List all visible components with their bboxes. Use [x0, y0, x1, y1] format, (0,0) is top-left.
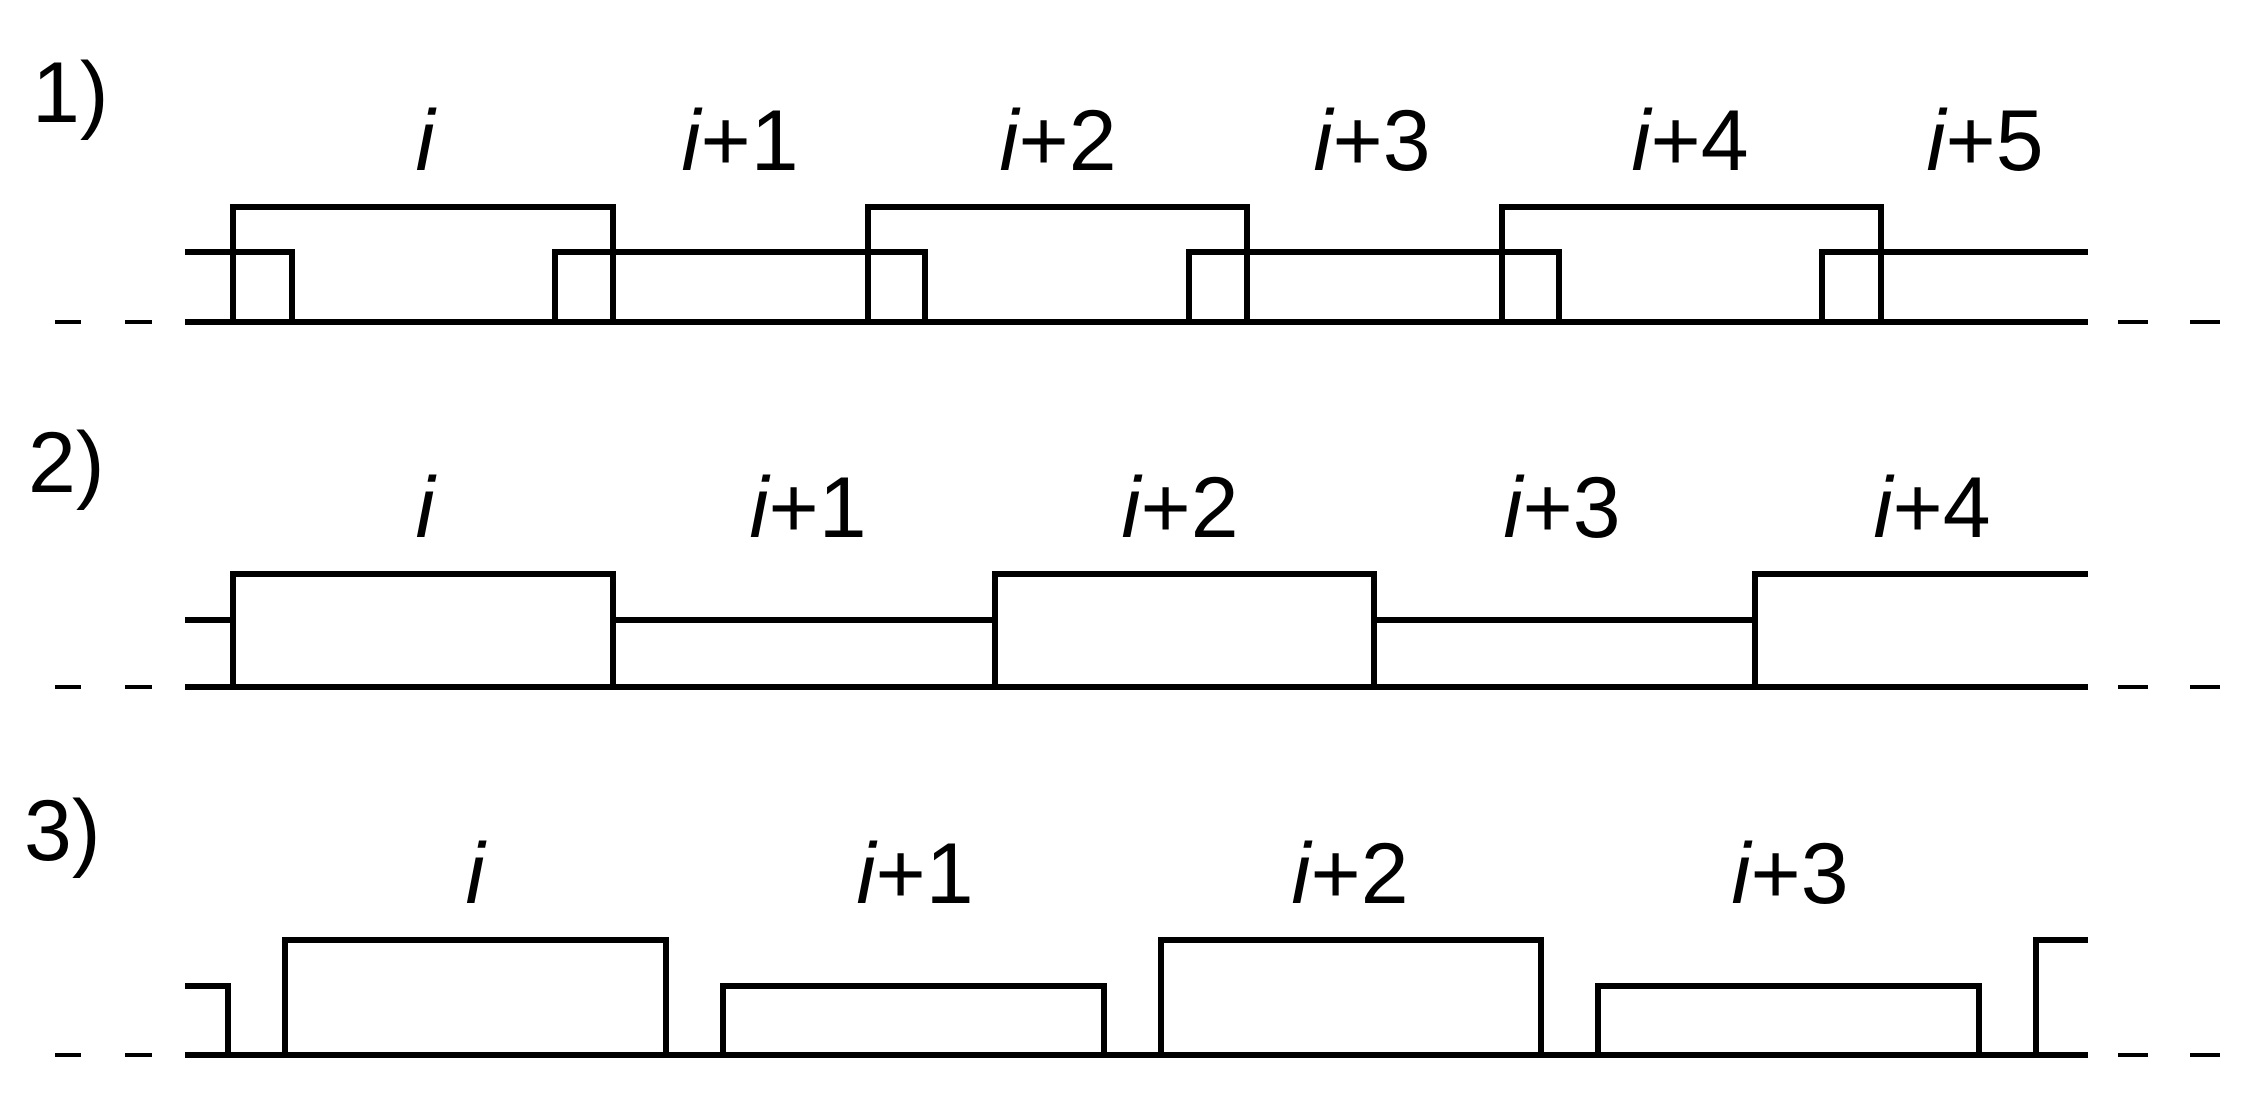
block-label-i1: i+1	[856, 826, 973, 922]
row-1: 1) i i+1 i+2 i+3 i+4 i+5	[32, 45, 2220, 325]
pulse-i5	[1819, 249, 2088, 322]
block-label-i3: i+3	[1731, 826, 1848, 922]
pulse-i	[282, 937, 669, 1055]
row-3: 3) i i+1 i+2 i+3	[24, 783, 2220, 1058]
pulse-low-lead	[185, 249, 295, 322]
pulse-i2	[1158, 937, 1544, 1055]
waveform	[185, 571, 2088, 623]
block-label-i1: i+1	[749, 460, 866, 556]
pulse-i1	[720, 983, 1107, 1055]
pulse-i3	[1186, 249, 1562, 322]
block-label-i2: i+2	[999, 93, 1116, 189]
block-label-i5: i+5	[1926, 93, 2043, 189]
row-label: 1)	[32, 45, 108, 141]
pulse-low-lead	[185, 983, 231, 1055]
pulse-i1	[552, 249, 928, 322]
block-label-i3: i+3	[1503, 460, 1620, 556]
block-label-i4: i+4	[1873, 460, 1990, 556]
pulse-i3	[1595, 983, 1982, 1055]
pulse-i2	[865, 204, 1250, 322]
block-label-i4: i+4	[1631, 93, 1748, 189]
block-label-i: i	[465, 826, 487, 922]
pulse-i4	[1499, 204, 1884, 322]
block-label-i: i	[415, 93, 437, 189]
block-label-i2: i+2	[1291, 826, 1408, 922]
row-label: 3)	[24, 783, 100, 879]
row-label: 2)	[28, 415, 104, 511]
pulse-high-trail	[2033, 937, 2088, 1055]
block-label-i1: i+1	[681, 93, 798, 189]
block-label-i3: i+3	[1313, 93, 1430, 189]
row-2: 2) i i+1 i+2 i+3 i+4	[28, 415, 2220, 690]
block-label-i: i	[415, 460, 437, 556]
pulse-i	[230, 204, 616, 322]
block-label-i2: i+2	[1121, 460, 1238, 556]
